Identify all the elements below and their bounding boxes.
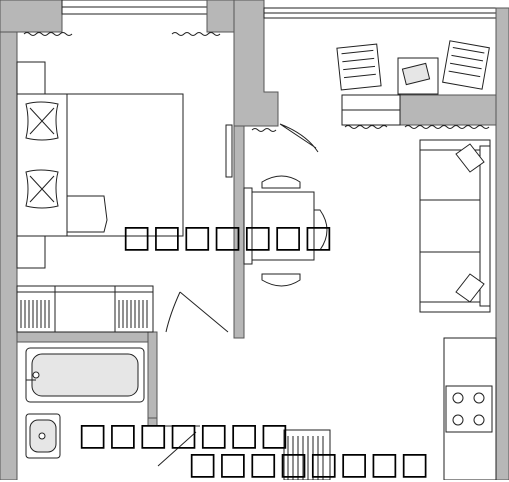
room-label-bathroom: □□□□□□□ <box>78 417 291 453</box>
bathroom-furniture <box>25 347 331 480</box>
wall-right <box>495 7 509 480</box>
chair-bottom <box>261 273 301 287</box>
door-bathroom <box>157 425 200 467</box>
wall-top-left <box>0 0 63 33</box>
door-balcony <box>279 123 319 153</box>
curtains <box>23 32 490 132</box>
wall-bathroom-top <box>16 331 158 343</box>
chair-top <box>261 175 301 189</box>
cushion-icon <box>455 143 485 173</box>
bathtub-basin <box>31 353 139 397</box>
bed-blanket-fold <box>66 195 108 233</box>
living-furniture <box>243 123 497 480</box>
wall-balcony-right <box>399 94 497 126</box>
wall-bathroom-right <box>147 331 158 419</box>
chair-right <box>313 209 328 251</box>
faucet-icon <box>32 371 40 379</box>
stove <box>445 385 493 433</box>
wall-hall <box>147 417 158 427</box>
door-bedroom <box>225 124 233 178</box>
cushion-icon <box>455 273 485 303</box>
shelf <box>16 61 46 95</box>
drain-icon <box>38 432 46 440</box>
room-label-hall: □□□□□□□□ <box>188 446 431 482</box>
dining-table-top <box>243 187 253 265</box>
hall-cabinet <box>283 429 331 480</box>
room-label-living: □□□□□□□ <box>122 219 335 255</box>
balcony-chair <box>442 40 490 90</box>
nightstand <box>16 235 46 269</box>
balcony-furniture <box>336 40 490 95</box>
sofa-back <box>479 145 491 307</box>
bedroom-furniture <box>16 61 233 333</box>
wall-left <box>0 0 18 480</box>
wall-pillar <box>233 0 279 127</box>
book-icon <box>401 62 431 86</box>
balcony-chair <box>336 43 382 91</box>
wardrobe <box>16 285 154 333</box>
